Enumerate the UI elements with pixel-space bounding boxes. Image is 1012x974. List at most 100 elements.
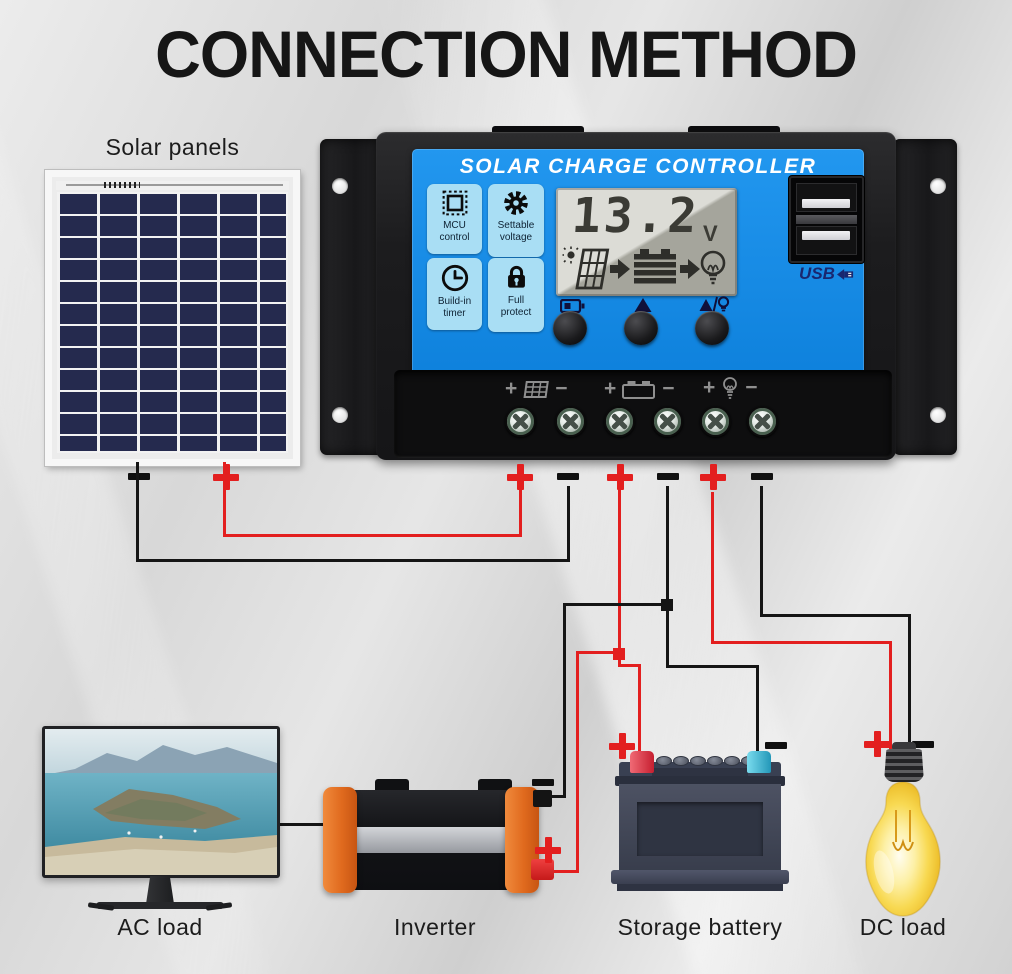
- wire-battery-minus: [666, 486, 669, 607]
- plus-label: +: [703, 376, 716, 399]
- solar-panel-image: [44, 169, 301, 467]
- screw-hole: [332, 178, 348, 194]
- battery-cell-cap: [707, 756, 723, 766]
- minus-marker-load: [751, 473, 773, 480]
- plus-marker-panel: [213, 464, 239, 490]
- minus-label: −: [745, 376, 758, 399]
- inverter-stripe: [337, 827, 523, 853]
- battery-base: [611, 870, 789, 884]
- monitor-stand-base: [96, 902, 224, 909]
- dc-load-label: DC load: [859, 914, 947, 940]
- wire-solar-plus: [519, 489, 522, 537]
- feature-label: Settable voltage: [497, 220, 535, 243]
- controller-button-3[interactable]: [695, 311, 729, 345]
- solar-panels-label: Solar panels: [105, 134, 240, 160]
- controller-right-ear: [893, 139, 957, 455]
- plus-label: +: [505, 377, 518, 400]
- solar-panel-icon: [523, 380, 550, 398]
- bulb-screw-cap: [884, 749, 924, 782]
- wire-inverter-minus: [563, 603, 668, 606]
- terminal-screw-load-minus[interactable]: [747, 406, 778, 437]
- inverter-negative-terminal: [533, 790, 552, 807]
- terminal-label-battery: + −: [604, 377, 675, 401]
- feature-badge-mcu: MCU control: [427, 184, 482, 254]
- usb-port[interactable]: [796, 183, 857, 212]
- minus-marker-solar: [557, 473, 579, 480]
- terminal-screw-solar-minus[interactable]: [555, 406, 586, 437]
- wire-solar-minus: [567, 486, 570, 562]
- gear-icon: [504, 191, 528, 215]
- usb-logo-text: USB: [799, 264, 835, 283]
- page-title: CONNECTION METHOD: [155, 17, 858, 91]
- wire-ac-output: [278, 823, 335, 826]
- usb-plug-icon: [836, 269, 854, 280]
- battery-cell-cap: [690, 756, 706, 766]
- monitor-image: [42, 726, 280, 878]
- terminal-screw-solar-plus[interactable]: [505, 406, 536, 437]
- controller-button-1[interactable]: [553, 311, 587, 345]
- plus-marker-bulb: [864, 731, 890, 757]
- wire-solar-minus: [136, 559, 570, 562]
- wire-battery-plus: [638, 664, 641, 756]
- wire-inverter-plus: [550, 870, 579, 873]
- lcd-display: 13.2 V: [556, 188, 737, 296]
- plus-marker-solar: [507, 464, 533, 490]
- terminal-screw-battery-minus[interactable]: [652, 406, 683, 437]
- load-mode-icon: [699, 296, 730, 313]
- warning-triangle-icon: [634, 298, 652, 312]
- ac-load-label: AC load: [117, 914, 203, 940]
- battery-icon: [622, 380, 656, 399]
- screw-hole: [930, 407, 946, 423]
- sun-icon: [567, 251, 575, 259]
- feature-badge-voltage: Settable voltage: [488, 184, 544, 257]
- feature-badge-timer: Build-in timer: [427, 258, 482, 330]
- lock-icon: [507, 265, 525, 288]
- battery-icon: [634, 249, 676, 284]
- wire-load-plus: [711, 641, 892, 644]
- minus-label: −: [662, 377, 675, 400]
- battery-cell-cap: [673, 756, 689, 766]
- wire-battery-minus: [666, 665, 759, 668]
- battery-lid: [615, 776, 785, 786]
- feature-label: Full protect: [500, 295, 532, 318]
- storage-battery-label: Storage battery: [617, 914, 783, 940]
- lcd-voltage-value: 13.2: [570, 188, 702, 244]
- wire-solar-plus: [223, 534, 522, 537]
- clock-icon: [441, 264, 468, 292]
- battery-cell-cap: [656, 756, 672, 766]
- inverter-positive-terminal: [531, 859, 554, 880]
- solar-panel-cells: [57, 192, 288, 453]
- solar-panel-icon: [575, 248, 610, 290]
- lcd-flow-icons: [562, 246, 726, 290]
- wire-inverter-minus: [563, 603, 566, 798]
- screw-hole: [332, 407, 348, 423]
- minus-marker-inverter: [532, 779, 554, 786]
- bulb-contact: [892, 742, 916, 752]
- terminal-screw-battery-plus[interactable]: [604, 406, 635, 437]
- monitor-stand-neck: [146, 876, 174, 904]
- wire-solar-minus: [136, 462, 139, 562]
- solar-panel-busbar: [66, 184, 283, 186]
- bulb-icon: [700, 250, 726, 285]
- wire-battery-plus: [618, 489, 621, 654]
- minus-marker-bulb: [912, 741, 934, 748]
- terminal-label-load: + −: [703, 376, 758, 400]
- minus-label: −: [555, 377, 568, 400]
- terminal-screw-load-plus[interactable]: [700, 406, 731, 437]
- screw-hole: [930, 178, 946, 194]
- plus-marker-inverter: [535, 837, 561, 863]
- wire-load-minus: [760, 486, 763, 617]
- controller-button-2[interactable]: [624, 311, 658, 345]
- feature-badge-protect: Full protect: [488, 258, 544, 332]
- wire-battery-plus: [618, 653, 621, 667]
- wire-load-minus: [760, 614, 911, 617]
- battery-base-step: [617, 884, 783, 891]
- minus-marker-battery: [657, 473, 679, 480]
- battery-recess-panel: [637, 802, 763, 856]
- wire-load-plus: [711, 492, 714, 644]
- usb-port[interactable]: [796, 226, 857, 255]
- minus-marker-battery-device: [765, 742, 787, 749]
- wire-load-plus: [889, 641, 892, 754]
- plus-marker-battery: [607, 464, 633, 490]
- usb-divider: [796, 215, 857, 224]
